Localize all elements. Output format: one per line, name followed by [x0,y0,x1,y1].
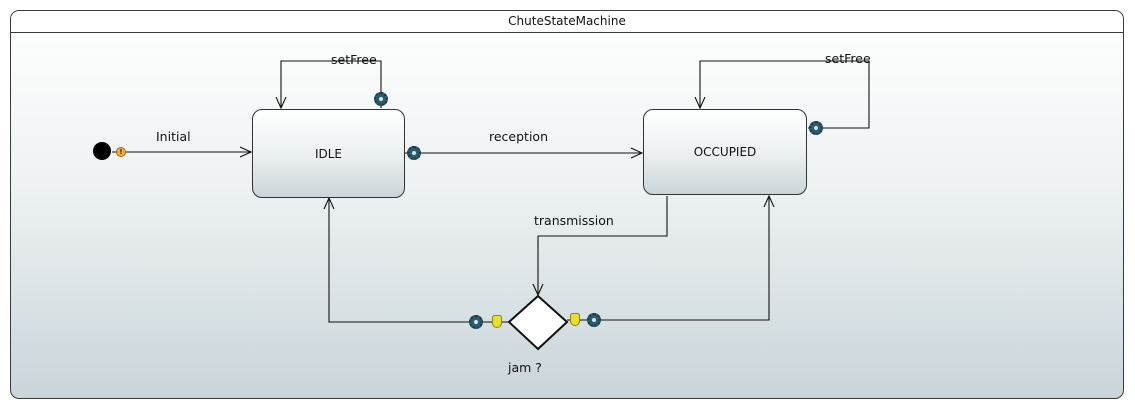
label-initial: Initial [156,129,191,144]
label-idle-setfree: setFree [331,52,377,67]
gear-icon [469,315,483,329]
state-occupied-label: OCCUPIED [693,145,757,159]
transition-jam-to-occupied[interactable] [567,196,769,321]
initial-pseudostate[interactable] [93,142,111,160]
gear-icon [374,92,388,106]
label-reception: reception [489,129,548,144]
state-machine-title: ChuteStateMachine [11,11,1123,33]
state-machine-frame: ChuteStateMachine [10,10,1124,399]
state-idle[interactable]: IDLE [252,109,405,198]
gear-icon [809,121,823,135]
label-choice: jam ? [508,360,542,375]
transition-idle-setfree[interactable] [281,60,382,108]
transition-jam-to-idle[interactable] [329,198,509,323]
label-transmission: transmission [534,213,614,228]
warning-icon: ! [116,147,126,157]
label-occupied-setfree: setFree [825,51,871,66]
state-idle-label: IDLE [314,146,343,161]
choice-node[interactable] [507,294,569,351]
transition-occupied-setfree[interactable] [700,60,870,129]
shield-icon [570,313,580,326]
transition-transmission[interactable] [538,196,668,295]
gear-icon [587,313,601,327]
gear-icon [407,146,421,160]
shield-icon [492,315,502,328]
state-occupied[interactable]: OCCUPIED [643,109,807,195]
